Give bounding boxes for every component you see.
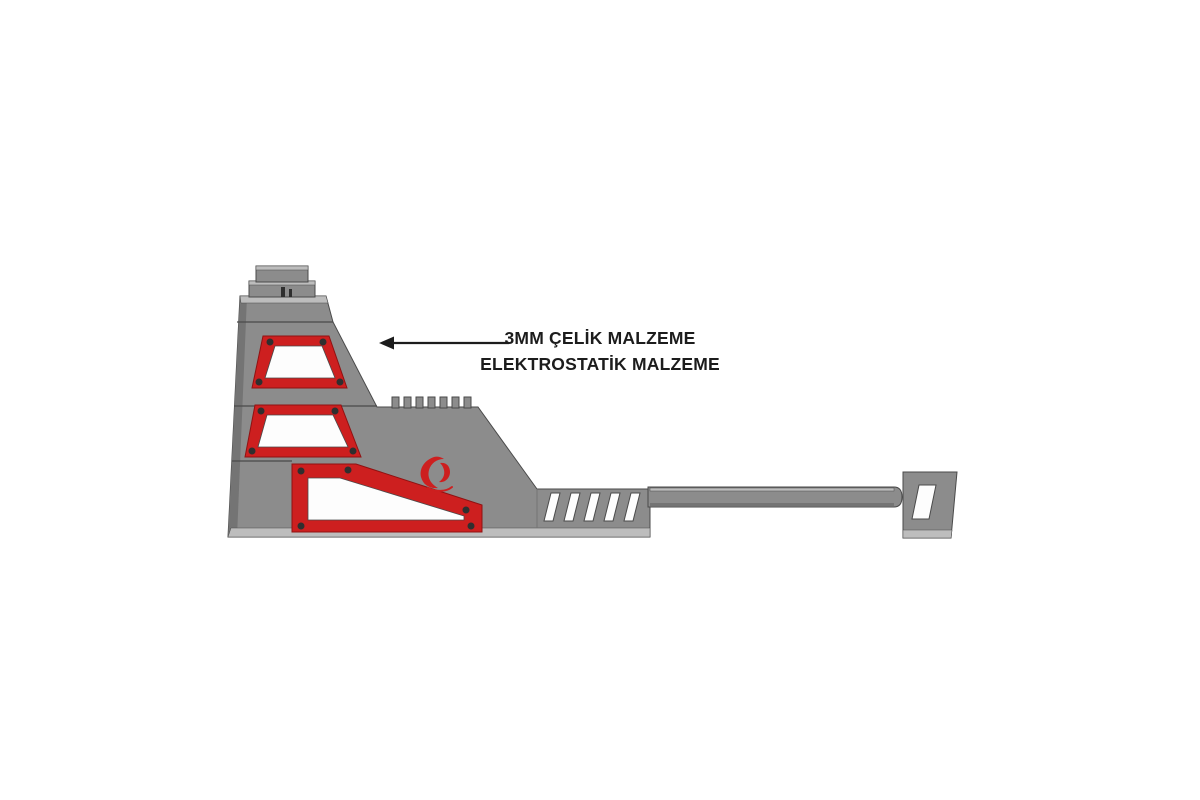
plate-slot — [583, 492, 601, 522]
red-window-middle — [244, 404, 362, 458]
bolt — [319, 338, 327, 346]
tube-top-highlight — [649, 487, 895, 492]
material-annotation-line2: ELEKTROSTATİK MALZEME — [480, 354, 720, 374]
bolt — [248, 447, 256, 455]
bolt — [349, 447, 357, 455]
bolt — [297, 467, 305, 475]
bolt — [462, 506, 470, 514]
top-cap — [248, 265, 316, 298]
bolt — [344, 466, 352, 474]
material-annotation: 3MM ÇELİK MALZEME ELEKTROSTATİK MALZEME — [470, 325, 730, 377]
bolt — [331, 407, 339, 415]
bolt — [255, 378, 263, 386]
dakar-logo-signature — [427, 486, 453, 492]
cap-vent-tick — [281, 287, 285, 297]
window-cutout — [307, 477, 465, 521]
plate-slot — [543, 492, 561, 522]
bolt — [336, 378, 344, 386]
bolt — [467, 522, 475, 530]
cap-vent-tick — [289, 289, 292, 297]
plate-slot — [563, 492, 581, 522]
left-edge-shadow — [228, 296, 247, 537]
grip-tooth — [415, 396, 424, 409]
rear-bracket — [902, 471, 958, 539]
grip-tooth — [451, 396, 460, 409]
material-annotation-line1: 3MM ÇELİK MALZEME — [504, 328, 696, 348]
dakar-logo-headscarf — [420, 456, 444, 489]
plate-slot — [603, 492, 621, 522]
bolt — [297, 522, 305, 530]
window-cutout — [264, 345, 336, 379]
grip-tooth — [463, 396, 472, 409]
bracket-slot — [911, 484, 937, 520]
grip-tooth — [403, 396, 412, 409]
tube-body — [647, 486, 903, 508]
bolt — [257, 407, 265, 415]
plate-slots — [543, 492, 641, 522]
grip-tooth — [439, 396, 448, 409]
grip-teeth-strip — [391, 396, 472, 409]
tube-bottom-shade — [650, 503, 894, 506]
cap-upper-top-face — [255, 265, 309, 271]
arrow-head — [379, 336, 394, 350]
bolt — [266, 338, 274, 346]
red-window-upper — [251, 335, 348, 389]
grip-tooth — [391, 396, 400, 409]
window-cutout — [257, 414, 349, 448]
red-window-lower — [291, 463, 483, 533]
dakar-logo — [420, 456, 453, 492]
plate-slot — [623, 492, 641, 522]
left-arrow — [379, 336, 509, 350]
grip-tooth — [427, 396, 436, 409]
bracket-bottom-bevel — [902, 529, 953, 539]
dakar-logo-face — [439, 462, 450, 483]
bed-rail-tube — [647, 486, 903, 508]
